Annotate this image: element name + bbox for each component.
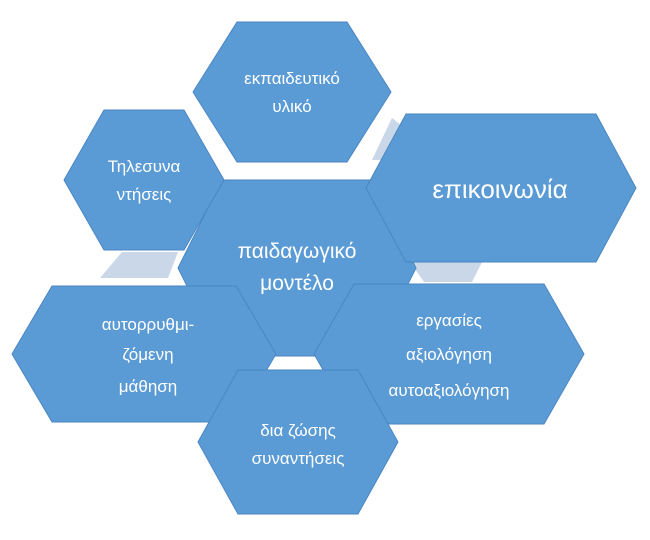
hexagon-top-left: Τηλεσυνα ντήσεις [63,109,225,251]
svg-text:μάθηση: μάθηση [119,377,177,396]
top-left-label-line-2: ντήσεις [117,185,172,204]
hexagon-bottom-left: αυτορρυθμι- ζόμενη μάθηση [11,285,277,423]
top-label-line-1: εκπαιδευτικό [244,69,340,88]
bottom-right-label-line-1: εργασίες [416,311,482,330]
svg-text:Τηλεσυνα: Τηλεσυνα [108,157,181,176]
svg-text:ντήσεις: ντήσεις [117,185,172,204]
hexagon-bottom-right: εργασίες αξιολόγηση αυτοαξιολόγηση [313,283,585,425]
center-label-line-2: μοντέλο [260,272,334,295]
hexagon-right: επικοινωνία [365,113,637,263]
svg-text:αυτοαξιολόγηση: αυτοαξιολόγηση [388,381,509,400]
svg-text:υλικό: υλικό [272,97,311,116]
svg-text:δια ζώσης: δια ζώσης [260,421,336,440]
hexagon-bottom-shape [197,369,399,515]
hexagon-bottom-left-shape [11,285,277,423]
top-label-line-2: υλικό [272,97,311,116]
connector-top-right [372,118,402,160]
svg-text:συναντήσεις: συναντήσεις [252,449,345,468]
svg-text:παιδαγωγικό: παιδαγωγικό [238,240,357,263]
bottom-right-label-line-2: αξιολόγηση [406,345,492,364]
svg-text:μοντέλο: μοντέλο [260,272,334,295]
hexagon-top: εκπαιδευτικό υλικό [192,21,392,163]
hexagon-bottom: δια ζώσης συναντήσεις [197,369,399,515]
bottom-label-line-2: συναντήσεις [252,449,345,468]
connectors [100,118,482,282]
svg-text:αξιολόγηση: αξιολόγηση [406,345,492,364]
bottom-right-label-line-3: αυτοαξιολόγηση [388,381,509,400]
connector-right [410,262,482,282]
bottom-left-label-line-1: αυτορρυθμι- [102,315,194,334]
svg-text:εργασίες: εργασίες [416,311,482,330]
svg-text:ζόμενη: ζόμενη [122,345,173,364]
bottom-left-label-line-3: μάθηση [119,377,177,396]
svg-text:εκπαιδευτικό: εκπαιδευτικό [244,69,340,88]
center-label-line-1: παιδαγωγικό [238,240,357,263]
hexagon-top-shape [192,21,392,163]
hexagon-right-shape [365,113,637,263]
bottom-left-label-line-2: ζόμενη [122,345,173,364]
right-label: επικοινωνία [432,174,567,204]
connector-left [100,252,178,278]
hexagon-top-left-shape [63,109,225,251]
svg-text:αυτορρυθμι-: αυτορρυθμι- [102,315,194,334]
svg-text:επικοινωνία: επικοινωνία [432,174,567,204]
top-left-label-line-1: Τηλεσυνα [108,157,181,176]
bottom-label-line-1: δια ζώσης [260,421,336,440]
